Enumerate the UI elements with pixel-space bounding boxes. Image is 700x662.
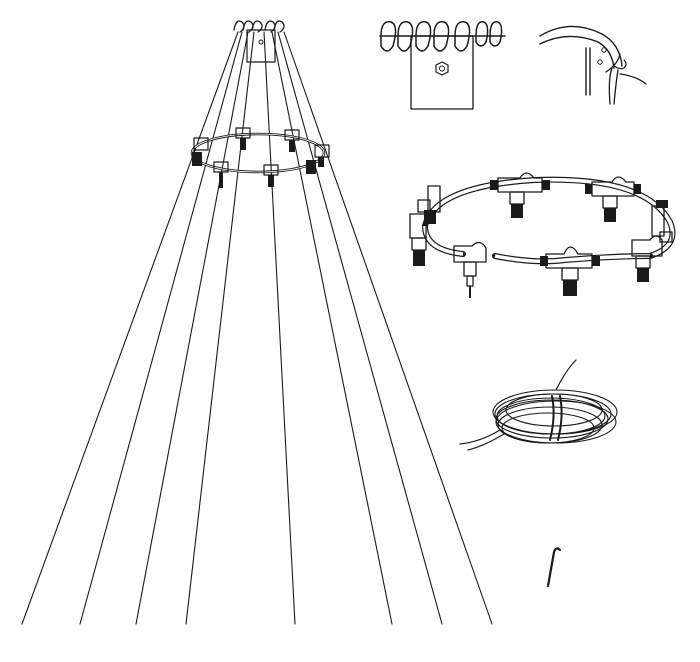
light-tree-assembly-icon xyxy=(21,20,493,625)
cable-coil-icon xyxy=(459,359,618,451)
tree-connector-ring xyxy=(190,127,330,188)
tree-top-bolt xyxy=(258,39,264,45)
hook-detail-icon xyxy=(539,25,647,105)
light-strands xyxy=(21,31,493,625)
top-hanger-bracket-icon xyxy=(379,21,506,110)
tree-top-loops xyxy=(233,20,285,33)
ground-peg-icon xyxy=(546,547,562,588)
connector-ring-icon xyxy=(409,172,676,298)
